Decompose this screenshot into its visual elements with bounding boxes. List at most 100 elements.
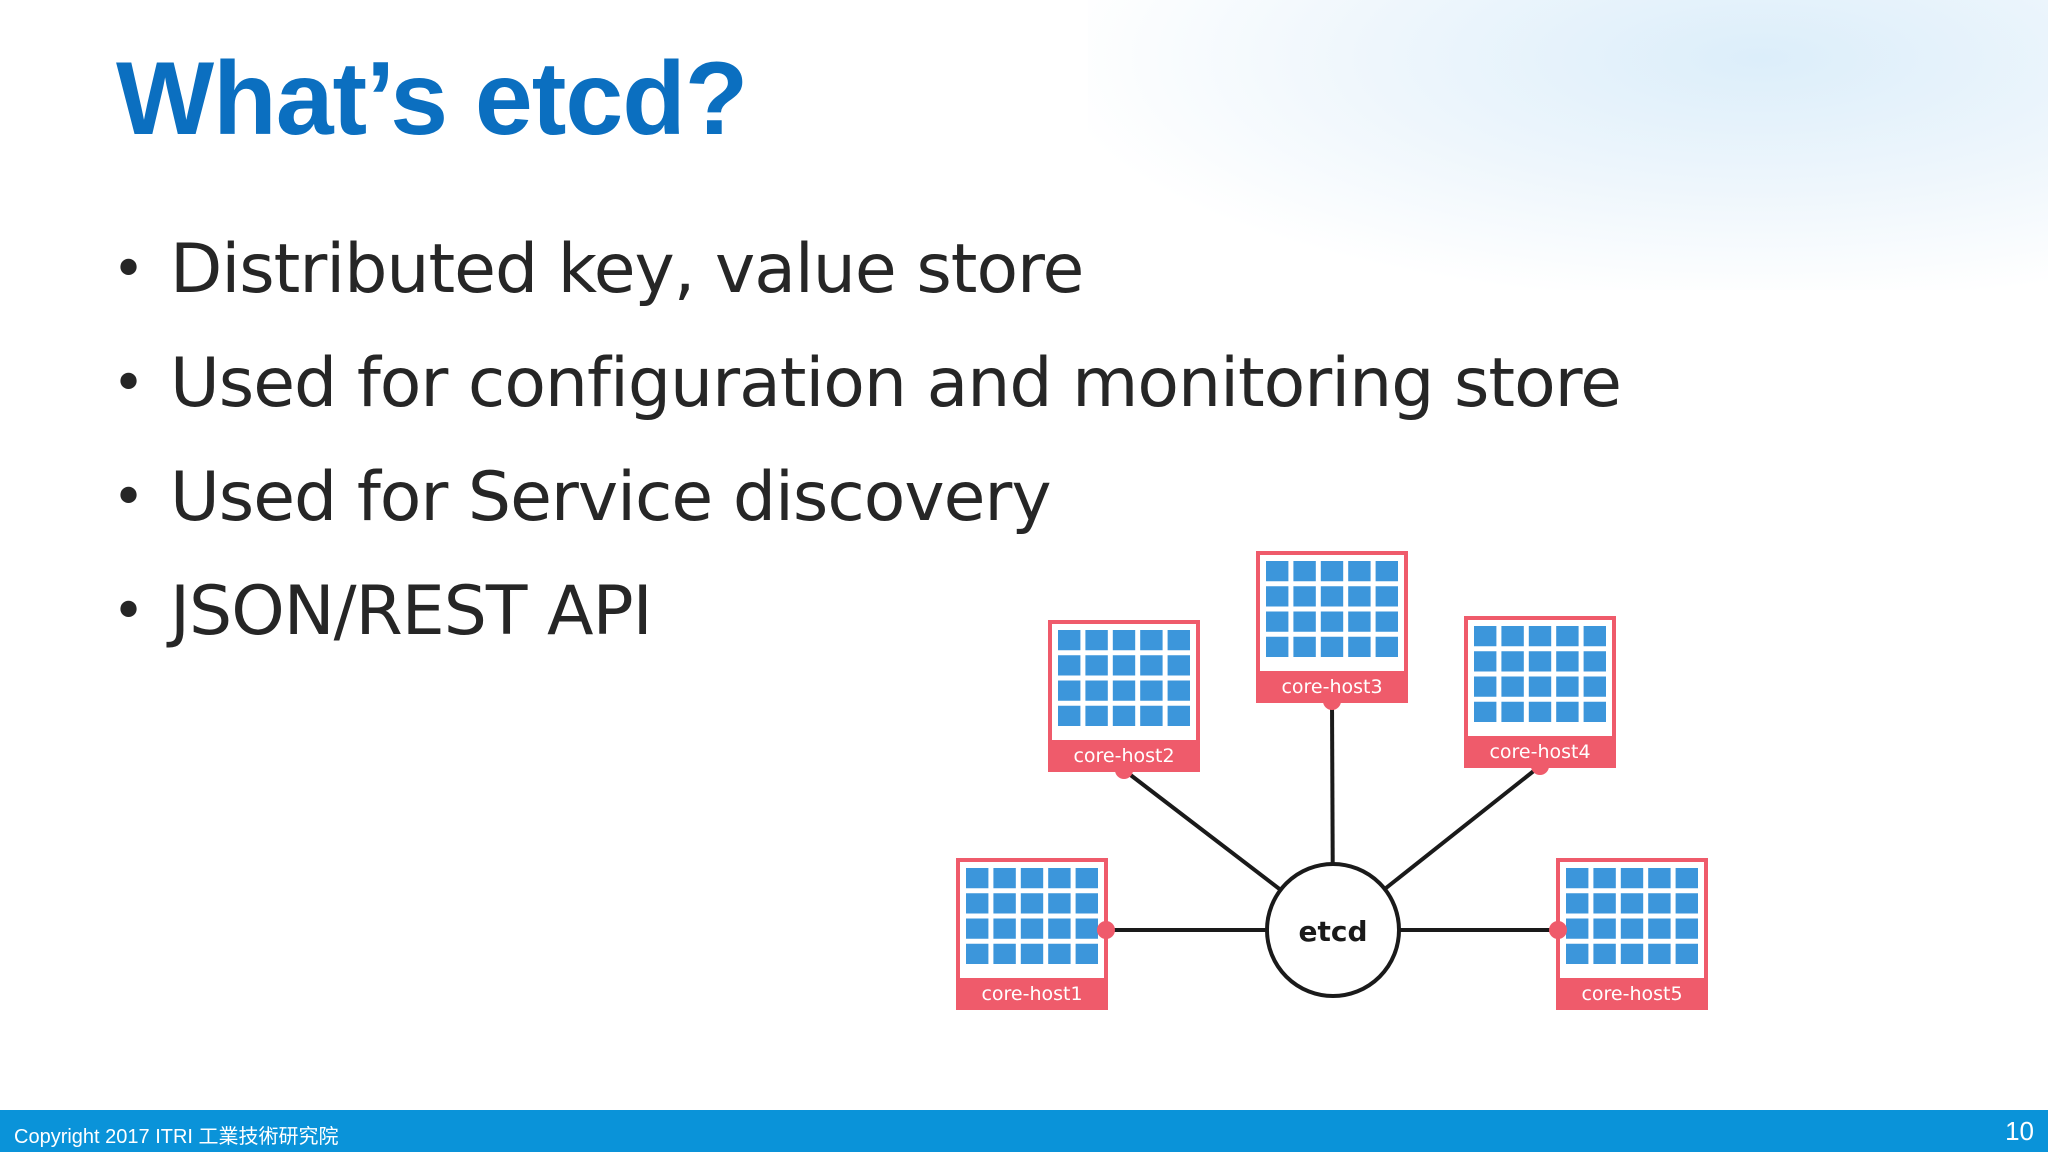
host-cell <box>1528 676 1552 697</box>
host-cell <box>1085 680 1108 701</box>
host-cell <box>1648 868 1671 889</box>
host-cell <box>1620 918 1644 939</box>
edge-core-host3 <box>1330 700 1335 865</box>
host-cell <box>1085 630 1108 651</box>
host-cell <box>1058 630 1081 651</box>
host-cell <box>1593 893 1616 914</box>
bullet-dot-icon: • <box>112 236 145 302</box>
bullet-text: Distributed key, value store <box>170 229 1084 309</box>
edge-core-host2 <box>1122 768 1282 892</box>
host-cell <box>1474 676 1497 697</box>
host-cell <box>1140 655 1163 676</box>
host-cell <box>1140 630 1163 651</box>
host-label: core-host5 <box>1581 983 1682 1005</box>
host-label-bar <box>958 978 1106 1008</box>
host-cell <box>966 868 989 889</box>
host-cell <box>993 918 1016 939</box>
host-cell <box>1566 943 1589 964</box>
host-cell <box>1593 943 1616 964</box>
host-cell <box>1058 705 1081 726</box>
host-label: core-host4 <box>1489 741 1590 763</box>
footer-copyright: Copyright 2017 ITRI 工業技術研究院 <box>14 1126 339 1148</box>
host-cell <box>1375 636 1398 657</box>
host-cell <box>1474 701 1497 722</box>
host-cell <box>1266 561 1289 582</box>
host-cell <box>1474 651 1497 672</box>
host-cell <box>1620 868 1644 889</box>
etcd-cluster-diagram: core-host1core-host2core-host3core-host4… <box>956 551 1708 1010</box>
host-cell <box>1375 586 1398 607</box>
host-cell <box>1501 626 1524 647</box>
bullet-dot-icon: • <box>112 578 145 644</box>
host-cell <box>1048 893 1071 914</box>
host-node-core-host4: core-host4 <box>1464 616 1616 775</box>
bullet-item: •Used for configuration and monitoring s… <box>112 326 1622 440</box>
host-cell <box>1348 611 1371 632</box>
host-cell <box>1528 651 1552 672</box>
host-label-bar <box>1558 978 1706 1008</box>
bullet-text: Used for Service discovery <box>170 457 1052 537</box>
page-number: 10 <box>2005 1116 2034 1146</box>
host-cell <box>1167 680 1190 701</box>
host-cell <box>1320 586 1344 607</box>
host-cell <box>1085 655 1108 676</box>
host-cell <box>1583 626 1606 647</box>
host-cell <box>1140 680 1163 701</box>
host-cell <box>1556 651 1579 672</box>
host-cell <box>1167 705 1190 726</box>
host-cell <box>1266 611 1289 632</box>
host-cell <box>1293 636 1316 657</box>
etcd-label: etcd <box>1298 915 1367 948</box>
host-port-dot <box>1115 761 1133 779</box>
host-node-core-host2: core-host2 <box>1048 620 1200 779</box>
diagram-edges <box>1106 700 1558 932</box>
host-cell <box>1675 893 1698 914</box>
host-cell <box>1048 943 1071 964</box>
host-port-dot <box>1531 757 1549 775</box>
host-node-core-host5: core-host5 <box>1549 858 1708 1010</box>
host-cell <box>1375 561 1398 582</box>
bullet-item: • Distributed key, value store <box>112 212 1621 326</box>
host-cell <box>1501 701 1524 722</box>
host-cell <box>1675 943 1698 964</box>
host-cell <box>1648 918 1671 939</box>
host-cell <box>966 943 989 964</box>
header-decoration <box>1088 0 2048 290</box>
host-cell <box>1593 868 1616 889</box>
bullet-text: JSON/REST API <box>170 571 653 651</box>
host-cell <box>1020 918 1044 939</box>
host-port-dot <box>1323 692 1341 710</box>
host-cell <box>1293 586 1316 607</box>
host-cell <box>1501 651 1524 672</box>
host-cell <box>1620 893 1644 914</box>
host-cell <box>1375 611 1398 632</box>
slide-title: What’s etcd? <box>116 41 748 157</box>
host-cell <box>1266 586 1289 607</box>
host-cell <box>1167 655 1190 676</box>
host-cell <box>1528 701 1552 722</box>
bullet-item: • Used for Service discovery <box>112 440 1621 554</box>
host-cell <box>1648 893 1671 914</box>
host-cell <box>1583 676 1606 697</box>
host-cell <box>1112 680 1136 701</box>
host-cell <box>1348 561 1371 582</box>
host-cell <box>993 943 1016 964</box>
host-port-dot <box>1549 921 1567 939</box>
host-label: core-host1 <box>981 983 1082 1005</box>
host-cell <box>1075 893 1098 914</box>
host-cell <box>993 868 1016 889</box>
bullet-dot-icon: • <box>112 464 145 530</box>
host-port-dot <box>1097 921 1115 939</box>
diagram-nodes: core-host1core-host2core-host3core-host4… <box>956 551 1708 1010</box>
host-label: core-host2 <box>1073 745 1174 767</box>
host-cell <box>1566 868 1589 889</box>
footer-bar: Copyright 2017 ITRI 工業技術研究院 10 <box>0 1110 2048 1152</box>
host-cell <box>1556 626 1579 647</box>
host-cell <box>1474 626 1497 647</box>
host-cell <box>1293 611 1316 632</box>
host-cell <box>1675 918 1698 939</box>
host-cell <box>1593 918 1616 939</box>
host-cell <box>1112 630 1136 651</box>
host-cell <box>1620 943 1644 964</box>
host-cell <box>966 918 989 939</box>
